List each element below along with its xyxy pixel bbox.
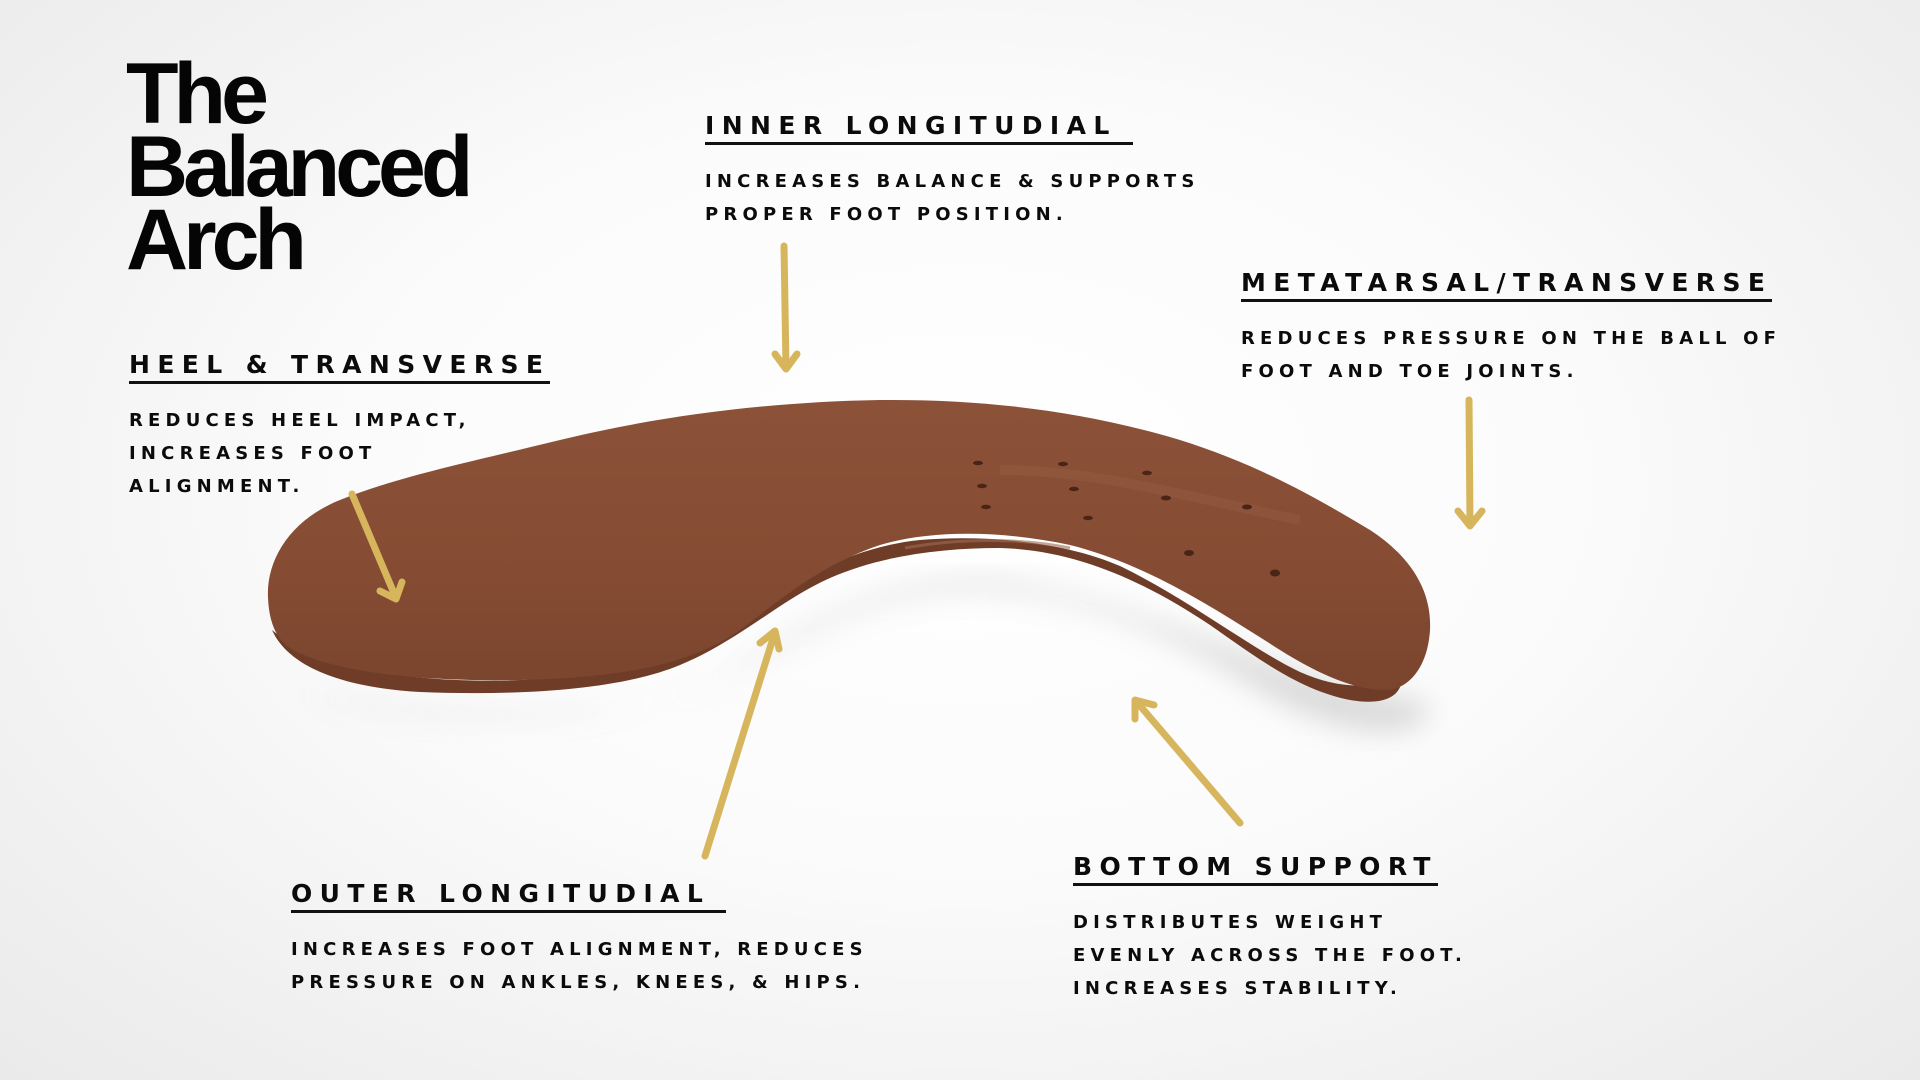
description-line: REDUCES PRESSURE ON THE BALL OF bbox=[1241, 328, 1782, 349]
insole-shadow bbox=[300, 579, 1430, 732]
description-line: EVENLY ACROSS THE FOOT. bbox=[1073, 945, 1468, 966]
arrow-metatarsal-icon bbox=[1454, 396, 1486, 530]
description-line: INCREASES FOOT bbox=[129, 443, 377, 464]
callout-description: INCREASES FOOT ALIGNMENT, REDUCES PRESSU… bbox=[291, 933, 868, 999]
callout-inner-longitudinal: INNER LONGITUDIAL INCREASES BALANCE & SU… bbox=[705, 111, 1200, 231]
callout-heading: INNER LONGITUDIAL bbox=[705, 111, 1133, 145]
callout-heel-transverse: HEEL & TRANSVERSE REDUCES HEEL IMPACT, I… bbox=[129, 350, 551, 503]
arrow-outer-icon bbox=[701, 627, 783, 860]
description-line: DISTRIBUTES WEIGHT bbox=[1073, 912, 1388, 933]
callout-heading: METATARSAL/TRANSVERSE bbox=[1241, 268, 1773, 302]
callout-heading: HEEL & TRANSVERSE bbox=[129, 350, 551, 384]
description-line: FOOT AND TOE JOINTS. bbox=[1241, 361, 1579, 382]
page-title: The Balanced Arch bbox=[126, 46, 473, 288]
callout-outer-longitudinal: OUTER LONGITUDIAL INCREASES FOOT ALIGNME… bbox=[291, 879, 868, 999]
title-line-1: The bbox=[126, 46, 269, 142]
callout-description: REDUCES PRESSURE ON THE BALL OF FOOT AND… bbox=[1241, 322, 1781, 388]
callout-heading: OUTER LONGITUDIAL bbox=[291, 879, 727, 913]
insole-icon bbox=[267, 399, 1431, 702]
description-line: ALIGNMENT. bbox=[129, 476, 305, 497]
ventilation-holes bbox=[973, 460, 1280, 577]
description-line: REDUCES HEEL IMPACT, bbox=[129, 410, 471, 431]
callout-description: REDUCES HEEL IMPACT, INCREASES FOOT ALIG… bbox=[129, 404, 550, 503]
callout-bottom-support: BOTTOM SUPPORT DISTRIBUTES WEIGHT EVENLY… bbox=[1073, 852, 1467, 1005]
description-line: INCREASES FOOT ALIGNMENT, REDUCES bbox=[291, 939, 868, 960]
description-line: PROPER FOOT POSITION. bbox=[705, 204, 1068, 225]
title-line-3: Arch bbox=[126, 192, 307, 288]
description-line: PRESSURE ON ANKLES, KNEES, & HIPS. bbox=[291, 972, 866, 993]
arrow-heel-icon bbox=[348, 490, 406, 603]
description-line: INCREASES BALANCE & SUPPORTS bbox=[705, 171, 1200, 192]
title-line-2: Balanced bbox=[126, 119, 473, 215]
description-line: INCREASES STABILITY. bbox=[1073, 978, 1403, 999]
callout-metatarsal-transverse: METATARSAL/TRANSVERSE REDUCES PRESSURE O… bbox=[1241, 268, 1781, 388]
callout-heading: BOTTOM SUPPORT bbox=[1073, 852, 1438, 886]
arrow-bottom-icon bbox=[1131, 696, 1244, 827]
arrow-inner-icon bbox=[771, 242, 801, 373]
callout-description: INCREASES BALANCE & SUPPORTS PROPER FOOT… bbox=[705, 165, 1200, 231]
callout-description: DISTRIBUTES WEIGHT EVENLY ACROSS THE FOO… bbox=[1073, 906, 1467, 1005]
